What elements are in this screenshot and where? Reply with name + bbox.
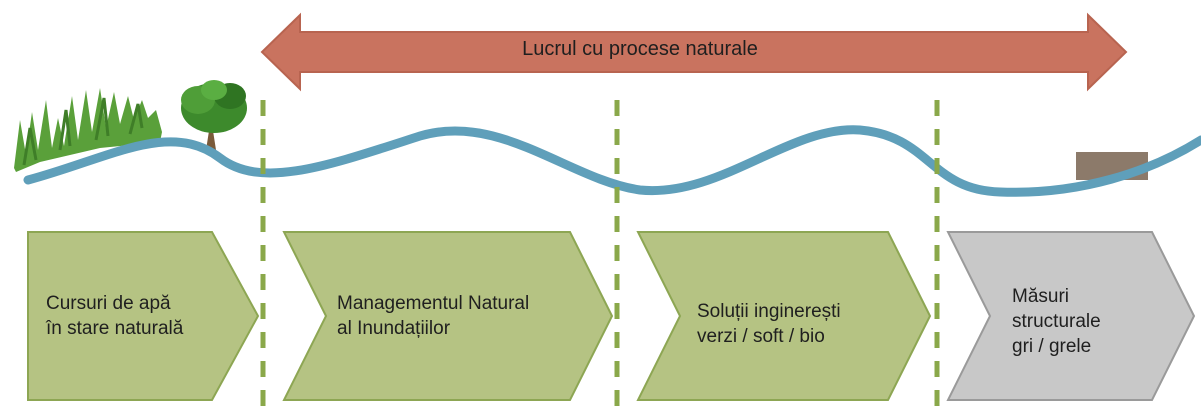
tree-icon [181, 80, 247, 150]
grass-icon [14, 88, 162, 172]
stage-chevron-2 [282, 231, 614, 401]
arrow-label: Lucrul cu procese naturale [522, 38, 758, 60]
river-line [23, 125, 1201, 197]
stage-2-line-2: al Inundațiilor [337, 318, 451, 339]
stage-4-line-1: Măsuri [1012, 286, 1070, 307]
stage-2-label: Managementul Natural al Inundațiilor [337, 291, 529, 341]
stage-4-label: Măsuri structurale gri / grele [1012, 284, 1101, 359]
stage-4-line-2: structurale [1012, 311, 1101, 332]
stage-chevron-4 [946, 231, 1196, 401]
double-arrow [260, 12, 1128, 92]
stage-4-line-3: gri / grele [1012, 336, 1092, 357]
stage-1-line-1: Cursuri de apă [46, 293, 171, 314]
stage-2-line-1: Managementul Natural [337, 293, 530, 314]
stage-3-line-2: verzi / soft / bio [697, 326, 825, 347]
stage-chevron-1 [27, 231, 260, 401]
stage-3-label: Soluții inginerești verzi / soft / bio [697, 299, 841, 349]
stage-1-label: Cursuri de apă în stare naturală [46, 291, 183, 341]
stage-1-line-2: în stare naturală [46, 318, 184, 339]
stage-chevron-3 [636, 231, 932, 401]
stage-3-line-1: Soluții inginerești [697, 301, 841, 322]
